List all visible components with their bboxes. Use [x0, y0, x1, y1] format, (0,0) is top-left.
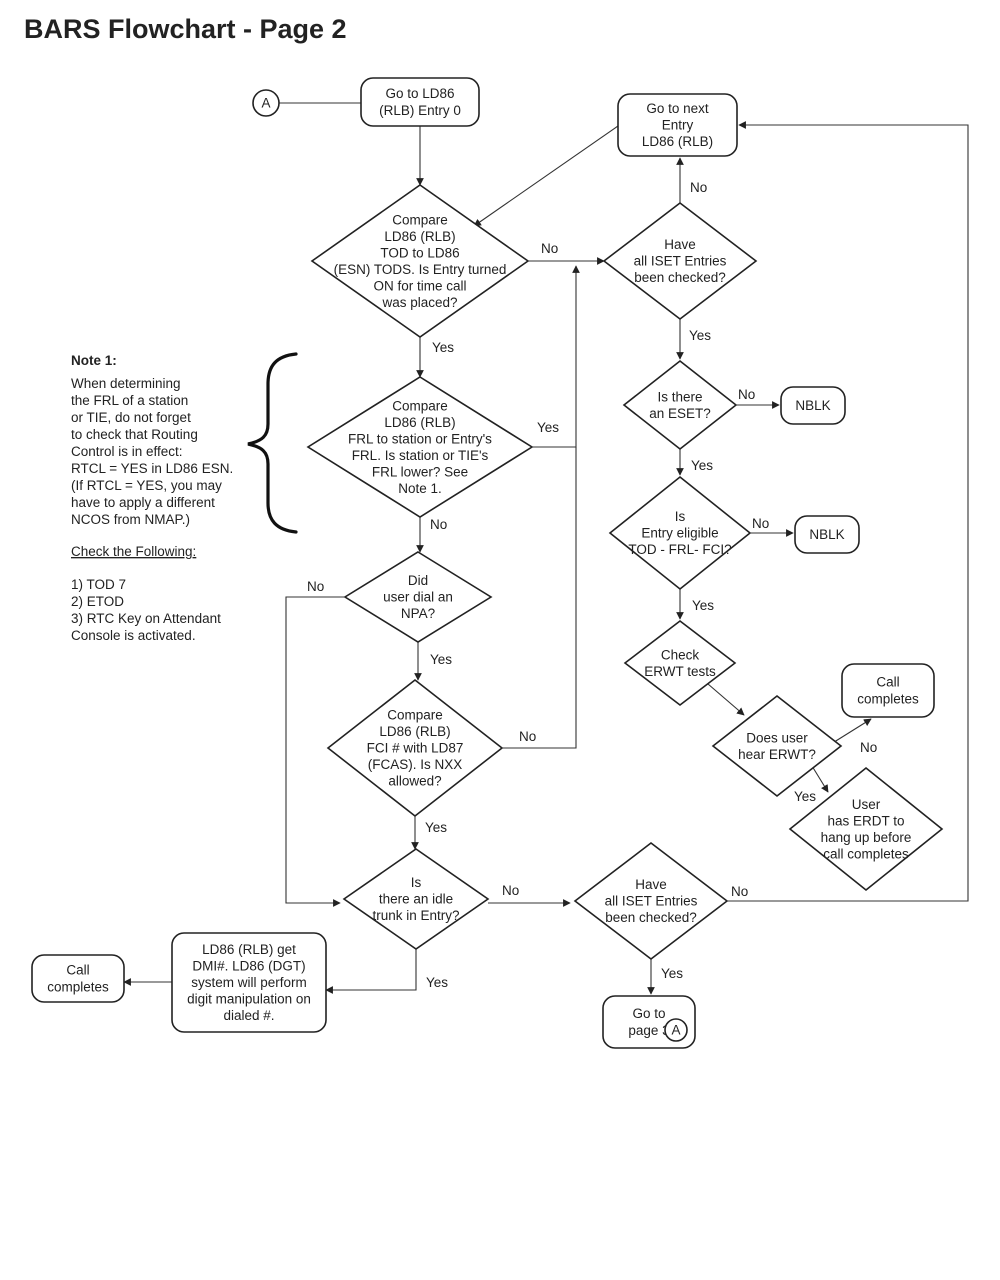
note-item: 1) TOD 7	[71, 577, 126, 592]
connector-a-page3: A	[664, 1018, 688, 1042]
line-next-to-tod	[473, 125, 619, 227]
line-hear-yes	[811, 765, 829, 793]
edge-label-yes: Yes	[689, 328, 711, 343]
note-1: Note 1: When determining the FRL of a stat…	[71, 352, 298, 643]
brace-icon	[247, 352, 298, 534]
edge-label-yes: Yes	[691, 458, 713, 473]
note-line: When determining	[71, 376, 181, 391]
edge-label-no: No	[502, 883, 519, 898]
note-item: Console is activated.	[71, 628, 196, 643]
svg-text:A: A	[261, 96, 270, 111]
process-box-nblk_2: NBLK	[794, 515, 860, 554]
edge-label-no: No	[752, 516, 769, 531]
edge-label-no: No	[519, 729, 536, 744]
edge-label-no: No	[860, 740, 877, 755]
note-line: to check that Routing	[71, 427, 198, 442]
line-npa-no	[285, 596, 345, 907]
page-title: BARS Flowchart - Page 2	[24, 14, 347, 44]
edge-label-no: No	[738, 387, 755, 402]
note-check-heading: Check the Following:	[71, 544, 196, 559]
edge-label-no: No	[690, 180, 707, 195]
svg-text:A: A	[671, 1023, 680, 1038]
line-check-to-hear	[707, 683, 745, 716]
note-title: Note 1:	[71, 353, 117, 368]
note-line: have to apply a different	[71, 495, 215, 510]
line-idle-yes	[325, 949, 417, 994]
connector-lines	[123, 102, 969, 995]
edge-label-no: No	[541, 241, 558, 256]
box-text-nblk_1: NBLK	[795, 398, 830, 413]
process-box-go_ld86_entry0: Go to LD86(RLB) Entry 0	[360, 77, 480, 127]
note-line: RTCL = YES in LD86 ESN.	[71, 461, 233, 476]
box-text-nblk_2: NBLK	[809, 527, 844, 542]
process-box-nblk_1: NBLK	[780, 386, 846, 425]
edge-label-yes: Yes	[692, 598, 714, 613]
edge-label-no: No	[307, 579, 324, 594]
line-hear-no	[830, 718, 872, 745]
edge-label-yes: Yes	[432, 340, 454, 355]
note-line: the FRL of a station	[71, 393, 188, 408]
box-text-go_ld86_entry0: Go to LD86(RLB) Entry 0	[379, 86, 461, 118]
edge-label-yes: Yes	[430, 652, 452, 667]
note-line: Control is in effect:	[71, 444, 183, 459]
edge-label-yes: Yes	[425, 820, 447, 835]
edge-label-yes: Yes	[794, 789, 816, 804]
connector-a-start: A	[252, 89, 280, 117]
note-item: 2) ETOD	[71, 594, 124, 609]
line-fci-no	[502, 447, 577, 749]
note-line: or TIE, do not forget	[71, 410, 191, 425]
edge-label-yes: Yes	[661, 966, 683, 981]
edge-label-yes: Yes	[537, 420, 559, 435]
note-item: 3) RTC Key on Attendant	[71, 611, 221, 626]
note-line: NCOS from NMAP.)	[71, 512, 190, 527]
edge-label-no: No	[430, 517, 447, 532]
line-bottom-no	[727, 121, 969, 902]
edge-labels: NoYesYesNoNoYesNoYesNoYesNoYesNoYesNoYes…	[307, 180, 877, 990]
edge-label-yes: Yes	[426, 975, 448, 990]
note-line: (If RTCL = YES, you may	[71, 478, 222, 493]
edge-label-no: No	[731, 884, 748, 899]
